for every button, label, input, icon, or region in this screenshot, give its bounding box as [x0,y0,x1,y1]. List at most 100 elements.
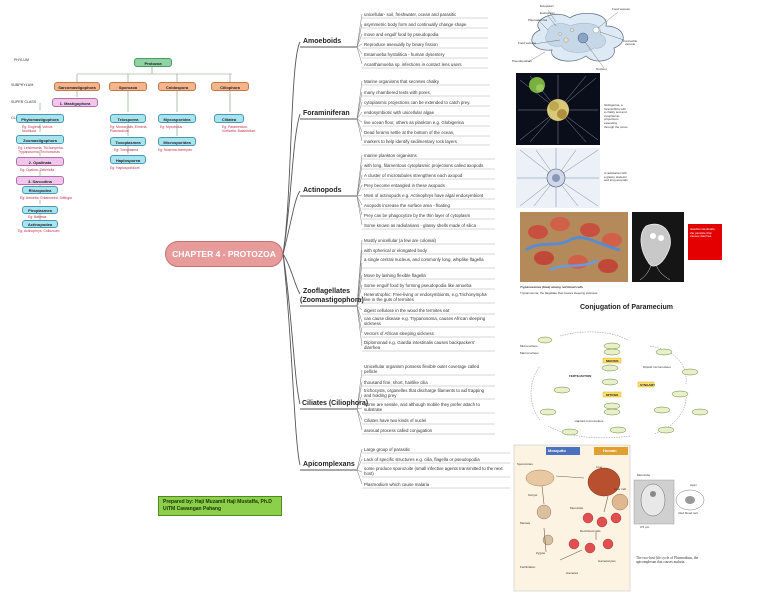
class-node-phytomastigophora[interactable]: Phytomastigophora [16,114,64,123]
actinopods-fact: Some known as radiolarians - glassy shel… [364,223,477,228]
malaria-label: Gametocytes [598,559,616,563]
actinopods-fact: A cluster of microtubules strengthens ea… [364,173,463,178]
side-label-superclass: SUPER CLASS [11,100,37,104]
phylum-node[interactable]: Protozoa [134,58,172,67]
zooflagellates-fact: Heterotrophic: Free-living or endosymbio… [364,292,487,302]
malaria-label: Meiosis [520,521,531,525]
zooflagellates-fact: Mostly unicellular (a few are colonial) [364,238,436,243]
class-example-telosporea: Eg: Monocystis, Eimeria, Plasmodium [110,125,148,133]
subphylum-node-sporozoa[interactable]: Sporozoa [109,82,147,91]
class-node-ciliatea[interactable]: Ciliatea [214,114,244,123]
amoeba-label: Endoplasm [540,11,556,15]
actinopods-fact: Most of actinopods e.g. Actinophrys have… [364,193,484,198]
side-label-phylum: PHYLUM [14,58,29,62]
conjugation-label: Diploid micronucleus [643,365,671,369]
class-example-myxosporidea: Eg: Myxobolus [160,125,183,129]
author-affiliation: UiTM Cawangan Pahang [163,506,222,512]
amoeba-illustration [527,9,625,69]
superclass-node-opalinata[interactable]: 2. Opalinata [16,157,64,166]
conjugation-diagram [530,331,709,439]
ciliates-fact: thousand fine, short, hairlike cilia [364,380,428,385]
amoeboids-fact: asymmetric body form and continually cha… [364,22,467,27]
zooflagellates-fact: digest cellulose in the wood the termite… [364,308,450,313]
class-node-telosporea[interactable]: Telosporea [110,114,146,123]
amoeba-label: Plasmalemma [528,18,548,22]
class-example-rhizopodea: Eg: Amoeba, Entamoeba, Difflugia [20,196,72,200]
foraminiferan-fact: endosymbiotic with unicellular algae [364,110,435,115]
actinopods-fact: marine plankton organisms [364,153,417,158]
author-name: Prepared by: Haji Muzamil Haji Mustaffa,… [163,499,272,505]
zooflagellates-fact: can cause disease e.g. Trypanosoma, caus… [364,316,486,326]
amoeboids-fact: Entamoeba hystolitica - human dysentery [364,52,445,57]
conjugation-label: MEIOSIS [606,359,619,363]
branch-apicomplexans[interactable]: Apicomplexans [303,461,355,468]
radiolarian-caption: A radiolarian with a glassy skeleton and… [604,171,628,183]
class-node-microsporidea[interactable]: Microsporidea [158,137,196,146]
ciliates-fact: Ciliates have two kinds of nuclei [364,418,427,423]
malaria-label: Oocyst [528,493,538,497]
malaria-label: Sporozoites [517,462,533,466]
malaria-label: Fertilization [520,565,536,569]
malaria-caption: The two-host life cycle of Plasmodium, t… [636,556,699,565]
subphylum-node-sarcomastigophora[interactable]: Sarcomastigophora [54,82,100,91]
class-example-zoomastigophora: Eg: Leishmania, Trichonymha, Trypanosoma… [18,146,64,154]
class-node-myxosporidea[interactable]: Myxosporidea [158,114,196,123]
amoeba-label: Contractile vacuole [622,39,638,47]
amoeboids-fact: Reproduce asexually by binary fission [364,42,438,47]
class-example-phytomastigophora: Eg: Euglena, Volvox, Noctiluca [22,125,54,133]
branch-amoeboids[interactable]: Amoeboids [303,38,342,45]
ciliates-fact: Unicellular organism possess flexible ou… [364,364,480,374]
class-node-actinopodea[interactable]: Actinopodea [22,220,58,228]
center-topic[interactable]: CHAPTER 4 - PROTOZOA [165,241,283,267]
apicomplexans-fact: Lack of specific structures e.g. cilia, … [364,457,480,462]
actinopods-fact: Axopods increase the surface area - floa… [364,203,450,208]
giardia-caption: Giardia intestinalis, the parasite that … [690,227,716,239]
class-example-microsporidea: Eg: Nosema bombycis [158,148,192,152]
malaria-cell-label: Red blood cell [678,511,698,515]
actinopods-fact: Prey can be phagocytize by the thin laye… [364,213,471,218]
class-example-actinopodea: Eg: Actinophrys, Collozoum [18,229,60,233]
radiolarian-photo [516,148,628,208]
trypanosoma-caption: Trypanosomes (blue) among red blood cell… [520,285,583,289]
foram-caption: Globigerina, a foraminifera with a chalk… [604,103,628,129]
branch-zooflagellates[interactable]: Zooflagellates [303,288,351,295]
foraminiferan-fact: markers to help identify sedimentary roc… [364,139,457,144]
subphylum-node-ciliophora[interactable]: Ciliophora [211,82,249,91]
actinopods-fact: with long, filamentous cytoplasmic proje… [364,163,484,168]
superclass-node-mastigophora[interactable]: 1. Mastigophora [52,98,98,107]
malaria-label: Merozoite [570,506,584,510]
malaria-label: Zygote [536,551,546,555]
conjugation-label: Haploid micronucleus [574,419,604,423]
foraminifera-photo [516,73,628,145]
amoeba-label: Ectoplasm [540,4,555,8]
conjugation-label: FERTILIZATION [569,374,592,378]
zooflagellates-fact: Move by lashing flexible flagella [364,273,426,278]
class-node-zoomastigophora[interactable]: Zoomastigophora [16,135,64,144]
branch-foraminiferan[interactable]: Foraminiferan [303,110,350,117]
ciliates-fact: Some are sessile, and although mobile th… [364,402,480,412]
malaria-cell-label: Apex [690,483,697,487]
class-node-haplosporea[interactable]: Haplosporea [110,155,146,164]
class-node-rhizopodea[interactable]: Rhizopodea [22,186,58,194]
malaria-label: Red blood cells [580,529,601,533]
class-example-ciliatea: Eg: Paramecium, Vorticella, Balantidium [222,125,256,133]
side-label-subphylum: SUBPHYLUM [11,83,34,87]
foraminiferan-fact: live ocean floor, others as plankton e.g… [364,120,464,125]
conjugation-label: MITOSIS [606,393,619,397]
foraminiferan-fact: many chambered tests with pores, [364,90,431,95]
apicomplexans-fact: some produce sporozoite (small infective… [364,466,503,476]
ciliates-fact: asexual process called conjugation [364,428,433,433]
amoeba-label: Food vacuole [612,7,631,11]
class-node-piroplasmea[interactable]: Piroplasmea [22,206,58,214]
amoeboids-fact: move and engulf food by pseudopodia [364,32,439,37]
conjugation-label: Macronucleus [520,351,539,355]
superclass-node-sarcodina[interactable]: 3. Sarcodina [16,176,64,185]
conjugation-label: Micronucleus [520,344,538,348]
branch-ciliates[interactable]: Ciliates (Ciliophora) [302,400,369,407]
subphylum-node-cnidospora[interactable]: Cnidospora [158,82,196,91]
trypanosoma-photo [520,212,628,282]
zooflagellates-fact: Vectors of African sleeping sickness [364,331,434,336]
branch-actinopods[interactable]: Actinopods [303,187,342,194]
malaria-mosquito-header: Mosquito [548,448,566,453]
class-node-toxoplasmea[interactable]: Toxoplasmea [110,137,146,146]
